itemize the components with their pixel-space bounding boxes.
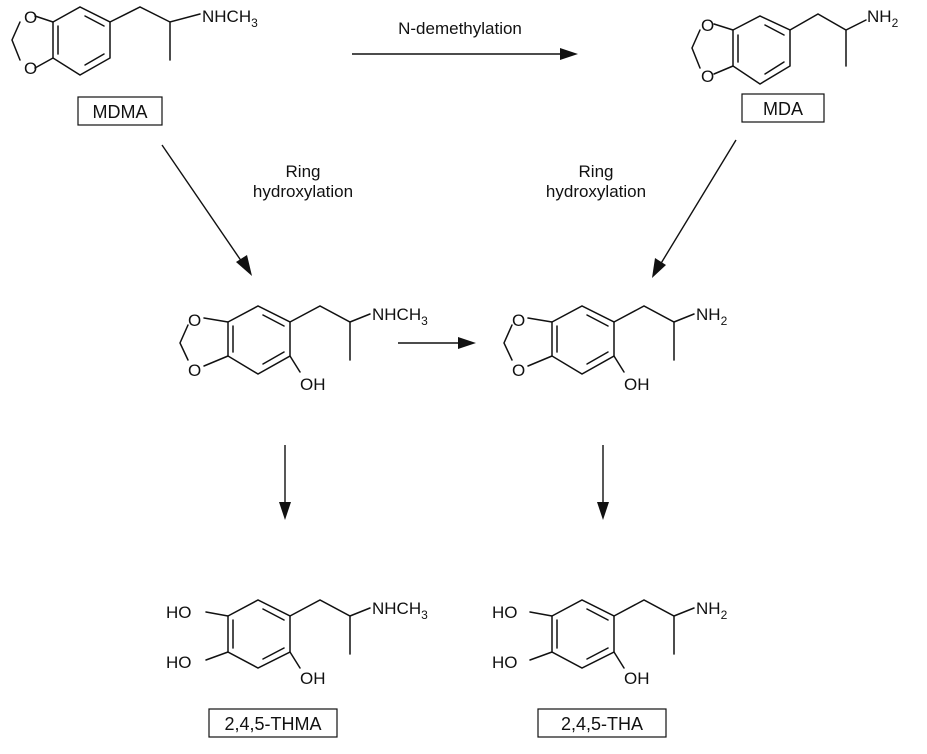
tha-ring-inner xyxy=(556,608,609,660)
mda-oxygen-bottom: O xyxy=(701,67,714,86)
hydroxy-mda-ring-inner xyxy=(556,314,609,365)
mdma-dioxole xyxy=(11,15,54,69)
thma-side-chain xyxy=(289,599,371,655)
tha-label-box xyxy=(537,708,667,738)
hydroxy-mdma-ring-inner xyxy=(232,314,285,365)
tha-oh-bonds xyxy=(529,611,625,669)
hydroxy-mda-oxygen-bottom: O xyxy=(512,361,525,380)
ring-hydroxylation-left-line1: Ring xyxy=(286,162,321,181)
mda-label-box xyxy=(741,93,825,123)
hydroxy-mda-side-chain xyxy=(613,305,695,361)
mdma-ring-inner xyxy=(57,15,105,66)
tha-amine-label: NH2 xyxy=(696,599,728,622)
thma-ring xyxy=(227,599,291,669)
hydroxy-mdma-oxygen-bottom: O xyxy=(188,361,201,380)
thma-hydroxyl-top: HO xyxy=(166,603,192,622)
right-down-arrowhead xyxy=(597,502,609,520)
mda-oxygen-top: O xyxy=(701,16,714,35)
hydroxy-mda-hydroxyl: OH xyxy=(624,375,650,394)
left-down-arrowhead xyxy=(279,502,291,520)
n-demethylation-label: N-demethylation xyxy=(398,19,522,38)
mda-amine-label: NH2 xyxy=(867,7,899,30)
thma-hydroxyl-bottom: OH xyxy=(300,669,326,688)
mdma-oxygen-top: O xyxy=(24,8,37,27)
hydroxy-mda-ring xyxy=(551,305,615,375)
ring-hydroxylation-right-line1: Ring xyxy=(579,162,614,181)
tha-hydroxyl-middle: HO xyxy=(492,653,518,672)
tha-ring xyxy=(551,599,615,669)
hydroxy-mdma-oh-bond xyxy=(289,355,301,373)
molecule-hydroxy-mdma: O O OH NHCH3 xyxy=(179,305,428,394)
mdma-oxygen-bottom: O xyxy=(24,59,37,78)
thma-ring-inner xyxy=(232,608,285,660)
hydroxy-mdma-oxygen-top: O xyxy=(188,311,201,330)
mdma-side-chain xyxy=(109,6,201,61)
thma-amine-label: NHCH3 xyxy=(372,599,428,622)
mda-side-chain xyxy=(789,13,867,67)
ring-hydroxylation-left-arrow xyxy=(161,144,245,266)
hydroxy-mdma-hydroxyl: OH xyxy=(300,375,326,394)
hydroxy-mda-oxygen-top: O xyxy=(512,311,525,330)
molecule-mdma: O O NHCH3 xyxy=(11,6,258,78)
tha-hydroxyl-top: HO xyxy=(492,603,518,622)
thma-hydroxyl-middle: HO xyxy=(166,653,192,672)
mda-ring xyxy=(732,15,791,85)
tha-side-chain xyxy=(613,599,695,655)
tha-label: 2,4,5-THA xyxy=(561,714,643,734)
ring-hydroxylation-right-line2: hydroxylation xyxy=(546,182,646,201)
mda-label: MDA xyxy=(763,99,803,119)
n-demethylation-arrowhead xyxy=(560,48,578,60)
ring-hydroxylation-right-arrowhead xyxy=(652,258,666,278)
thma-oh-bonds xyxy=(205,611,301,669)
hydroxy-mdma-dioxole xyxy=(179,317,229,367)
thma-label-box xyxy=(208,708,338,738)
hydroxy-mda-dioxole xyxy=(503,317,553,367)
mdma-amine-label: NHCH3 xyxy=(202,7,258,30)
tha-hydroxyl-bottom: OH xyxy=(624,669,650,688)
hydroxy-mda-amine-label: NH2 xyxy=(696,305,728,328)
mda-ring-inner xyxy=(737,24,785,75)
middle-demethylation-arrowhead xyxy=(458,337,476,349)
mdma-ring xyxy=(52,6,111,76)
ring-hydroxylation-left-arrowhead xyxy=(236,255,252,276)
hydroxy-mda-oh-bond xyxy=(613,355,625,373)
molecule-mda: O O NH2 xyxy=(691,7,899,86)
mda-dioxole xyxy=(691,23,734,75)
mdma-label: MDMA xyxy=(93,102,148,122)
hydroxy-mdma-amine-label: NHCH3 xyxy=(372,305,428,328)
hydroxy-mdma-side-chain xyxy=(289,305,371,361)
mdma-label-box xyxy=(77,96,163,126)
molecule-thma: HO HO OH NHCH3 xyxy=(166,599,428,688)
ring-hydroxylation-left-line2: hydroxylation xyxy=(253,182,353,201)
thma-label: 2,4,5-THMA xyxy=(224,714,321,734)
molecule-tha: HO HO OH NH2 xyxy=(492,599,728,688)
ring-hydroxylation-right-arrow xyxy=(659,139,737,266)
hydroxy-mdma-ring xyxy=(227,305,291,375)
molecule-hydroxy-mda: O O OH NH2 xyxy=(503,305,728,394)
